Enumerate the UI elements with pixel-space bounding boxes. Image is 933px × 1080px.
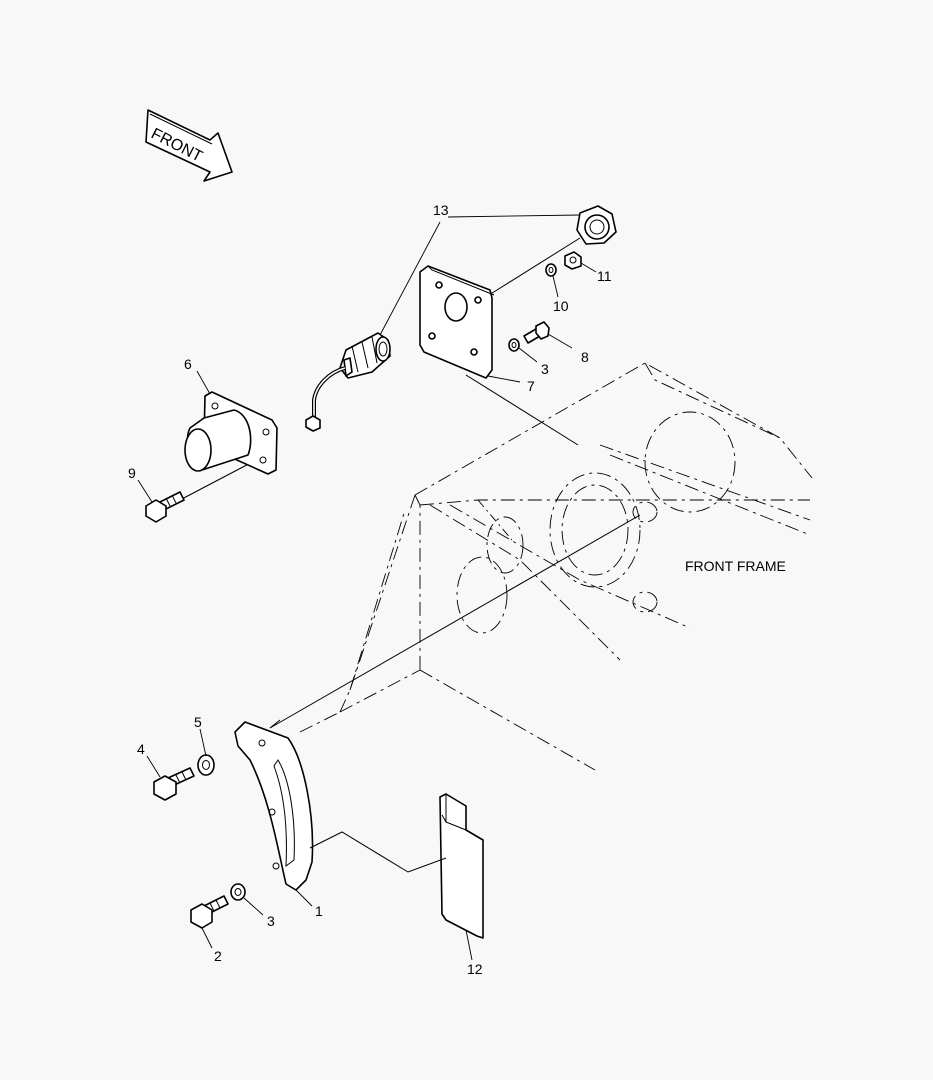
- callout-1: 1: [315, 903, 323, 919]
- callout-13: 13: [433, 202, 449, 218]
- part-13-sensor: [305, 332, 391, 432]
- callout-3-upper: 3: [541, 361, 549, 377]
- part-1-curved-bracket: [234, 721, 314, 891]
- callout-4: 4: [137, 741, 145, 757]
- part-3-washer-upper: [508, 338, 520, 352]
- callout-8: 8: [581, 349, 589, 365]
- callout-12: 12: [467, 961, 483, 977]
- part-4-bolt: [153, 767, 195, 801]
- part-6-bracket: [184, 391, 278, 475]
- callout-7: 7: [527, 378, 535, 394]
- callout-5: 5: [194, 714, 202, 730]
- callout-2: 2: [214, 948, 222, 964]
- callout-6: 6: [184, 356, 192, 372]
- assembly-axis-line: [269, 514, 641, 729]
- front-frame-label: FRONT FRAME: [685, 558, 786, 574]
- front-frame-phantom: [299, 362, 813, 771]
- part-7-mounting-plate: [419, 265, 495, 379]
- callout-3-lower: 3: [267, 913, 275, 929]
- part-10-washer: [545, 263, 557, 277]
- front-direction-arrow: FRONT: [145, 109, 233, 182]
- part-3-washer-lower: [230, 883, 246, 901]
- part-5-washer: [197, 754, 215, 776]
- part-8-bolt: [523, 321, 550, 344]
- callout-9: 9: [128, 465, 136, 481]
- part-2-bolt: [190, 895, 229, 929]
- callout-numbers: 13 11 10 8 3 7 6 9 5 4 1 3 2 12: [128, 202, 612, 977]
- callout-11: 11: [597, 268, 612, 284]
- part-11-nut: [564, 251, 582, 270]
- part-13-nut: [576, 205, 617, 245]
- part-12-cover-plate: [439, 793, 484, 939]
- leader-lines: [137, 214, 597, 961]
- part-9-bolt: [145, 491, 185, 523]
- callout-10: 10: [553, 298, 569, 314]
